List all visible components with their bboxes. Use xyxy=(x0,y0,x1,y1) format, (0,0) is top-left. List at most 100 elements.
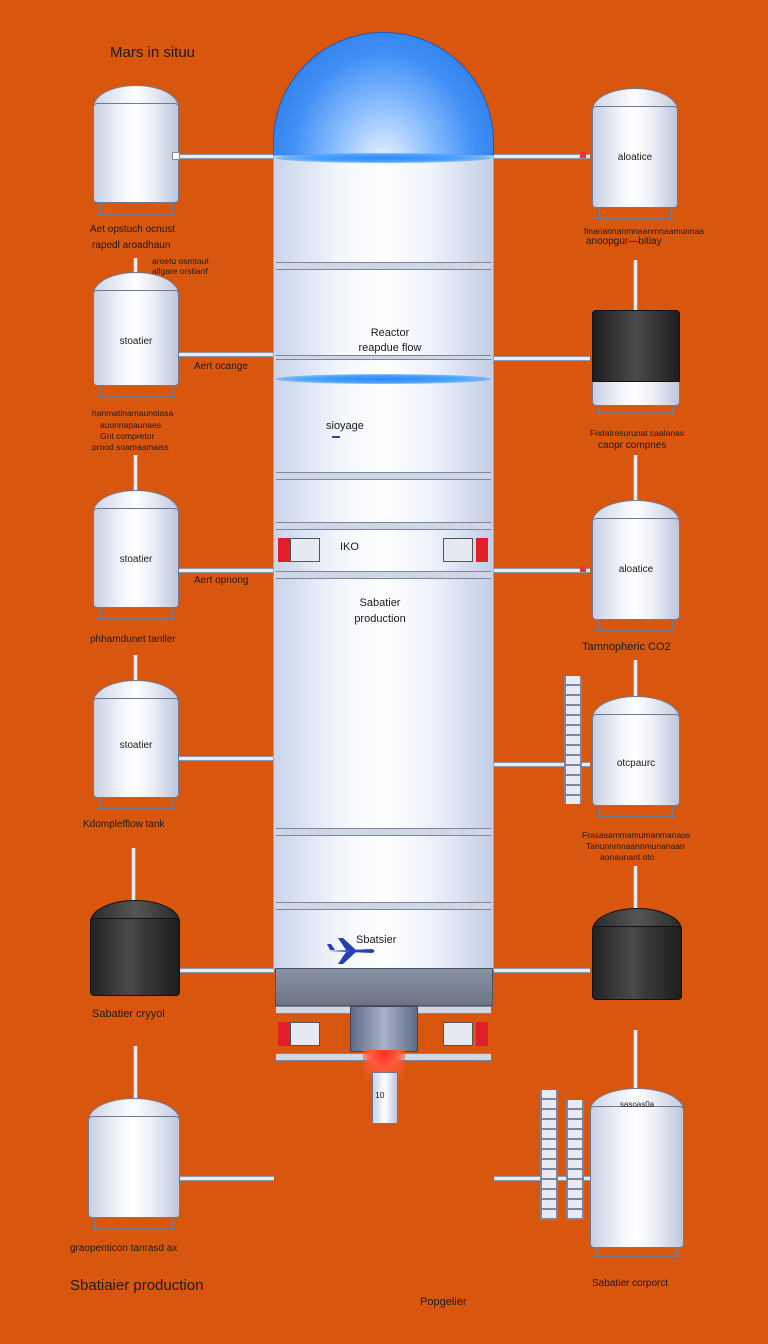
column-band-4 xyxy=(276,522,491,530)
left-tank-4: stoatier xyxy=(93,680,179,810)
right-tank-6-rack-2 xyxy=(566,1100,584,1220)
right-tank-3-caption: Tamnopheric CO2 xyxy=(582,641,671,653)
production-sublabel: production xyxy=(354,613,406,625)
valve-red-l2 xyxy=(278,1022,290,1046)
right-tank-6-caption: Sabatier corporct xyxy=(592,1278,669,1289)
right-tank-6: sasoas0a xyxy=(590,1088,684,1258)
outlet-pipe xyxy=(372,1072,398,1124)
left-tank-3-caption: phhamdunet tanller xyxy=(90,634,176,645)
right-tank-4-caption-1: Frasasammamumanmanaos xyxy=(582,830,691,840)
left-tank-4-name: stoatier xyxy=(119,740,153,751)
left-tank-1-port xyxy=(172,152,180,160)
right-tank-3-vent xyxy=(633,455,638,503)
pipe-left-4 xyxy=(178,756,274,761)
valve-icon xyxy=(443,1022,473,1046)
left-tank-5-vent xyxy=(131,848,136,908)
right-tank-2 xyxy=(592,310,680,414)
right-tank-3-name: aloatice xyxy=(618,564,654,575)
valve-red-r2 xyxy=(476,1022,488,1046)
left-tank-5 xyxy=(90,900,180,996)
valve-red-l1 xyxy=(278,538,290,562)
left-tank-3-name: stoatier xyxy=(119,554,153,565)
pipe-left-2 xyxy=(178,352,274,357)
column-band-1 xyxy=(276,262,491,270)
left-tank-5-caption: Sabatier cryyol xyxy=(92,1008,165,1020)
left-tank-2-caption-4: prood soamaamaiss xyxy=(92,442,169,452)
right-tank-4-vent xyxy=(633,660,638,700)
storage-label: sioyage xyxy=(326,420,364,432)
right-tank-2-caption-2: caopr compnes xyxy=(598,440,667,451)
valve-icon xyxy=(290,538,320,562)
right-tank-4: otcpaurc xyxy=(592,696,680,818)
left-tank-2-caption-2: auonnapaunaes xyxy=(100,420,161,430)
right-tank-1: aloatice xyxy=(592,88,678,220)
right-tank-2-vent xyxy=(633,260,638,316)
reactor-sublabel: reapdue flow xyxy=(358,342,422,354)
right-tank-1-caption-1: finanannanmnaanmnaamunnaa xyxy=(584,226,705,236)
pipe-left-6 xyxy=(178,1176,274,1181)
valve-red-r1 xyxy=(476,538,488,562)
left-tank-2-side: Aert ocange xyxy=(194,361,248,372)
pipe-right-4 xyxy=(494,762,590,767)
dome-glow xyxy=(276,153,491,163)
column-base xyxy=(275,968,493,1006)
right-tank-6-name: sasoas0a xyxy=(619,1100,655,1109)
left-tank-3-side: Aert opnong xyxy=(194,575,249,586)
pipe-left-3 xyxy=(178,568,274,573)
valve-icon xyxy=(443,538,473,562)
pipe-right-2 xyxy=(494,356,590,361)
production-label: Sabatier xyxy=(359,597,401,609)
right-tank-5-vent xyxy=(633,866,638,916)
reactor-label: Reactor xyxy=(370,327,410,339)
left-tank-4-caption: Kdomplefflow tank xyxy=(83,819,165,830)
pipe-right-3 xyxy=(494,568,590,573)
pipe-right-1 xyxy=(494,154,590,159)
right-tank-3: aloatice xyxy=(592,500,680,632)
storage-glow xyxy=(276,374,491,384)
pipe-right-5 xyxy=(494,968,590,973)
column-band-6 xyxy=(276,828,491,836)
left-tank-2-top-1: aroetu osmtaut xyxy=(152,256,209,266)
lower-column-label: Sbatsier xyxy=(356,934,397,946)
bottom-label: Popgelier xyxy=(420,1296,467,1308)
right-tank-6-rack xyxy=(540,1090,558,1220)
right-tank-4-name: otcpaurc xyxy=(616,758,656,769)
pipe-left-5 xyxy=(178,968,274,973)
left-tank-6-vent xyxy=(133,1046,138,1102)
right-tank-3-port xyxy=(580,566,586,572)
left-tank-2-top-2: allgare orstianf xyxy=(152,266,208,276)
right-tank-2-caption-1: Fodatresurunat caalanas xyxy=(590,428,685,438)
column-band-3 xyxy=(276,472,491,480)
column-nozzle xyxy=(350,1006,418,1052)
left-tank-3-vent xyxy=(133,455,138,495)
right-tank-4-caption-2: Tanunnmnaannmunanaan xyxy=(586,841,685,851)
valve-label: IKO xyxy=(340,541,359,553)
footer-title: Sbatiaier production xyxy=(70,1277,204,1294)
left-tank-6 xyxy=(88,1098,180,1230)
left-tank-2: stoatier xyxy=(93,272,179,398)
reactor-column xyxy=(273,155,494,970)
right-tank-4-rack xyxy=(564,676,582,804)
right-tank-6-vent xyxy=(633,1030,638,1094)
right-tank-1-port xyxy=(580,152,586,158)
column-band-7 xyxy=(276,902,491,910)
right-tank-4-caption-3: aonaunant oto xyxy=(600,852,655,862)
left-tank-4-vent xyxy=(133,655,138,685)
right-tank-1-caption-2: anoopgur—bitiay xyxy=(586,236,662,247)
valve-icon xyxy=(290,1022,320,1046)
left-tank-2-name: stoatier xyxy=(119,336,153,347)
left-tank-6-caption: graopenticon tanrasd ax xyxy=(70,1243,178,1254)
left-tank-2-caption-1: hanmatinamaunoiasa xyxy=(92,408,174,418)
storage-marker xyxy=(332,436,340,438)
airplane-icon xyxy=(326,936,378,971)
right-tank-1-name: aloatice xyxy=(617,152,653,163)
pipe-left-1 xyxy=(178,154,274,159)
outlet-label: 10 xyxy=(375,1090,385,1100)
diagram-title: Mars in situu xyxy=(110,44,196,61)
left-tank-2-vent xyxy=(133,258,138,280)
left-tank-3: stoatier xyxy=(93,490,179,620)
left-tank-1 xyxy=(93,85,179,215)
left-tank-1-caption-1: Aet opstuch ocnust xyxy=(90,224,176,235)
column-band-5 xyxy=(276,571,491,579)
left-tank-1-caption-2: rapedl aroadhaun xyxy=(92,240,171,251)
